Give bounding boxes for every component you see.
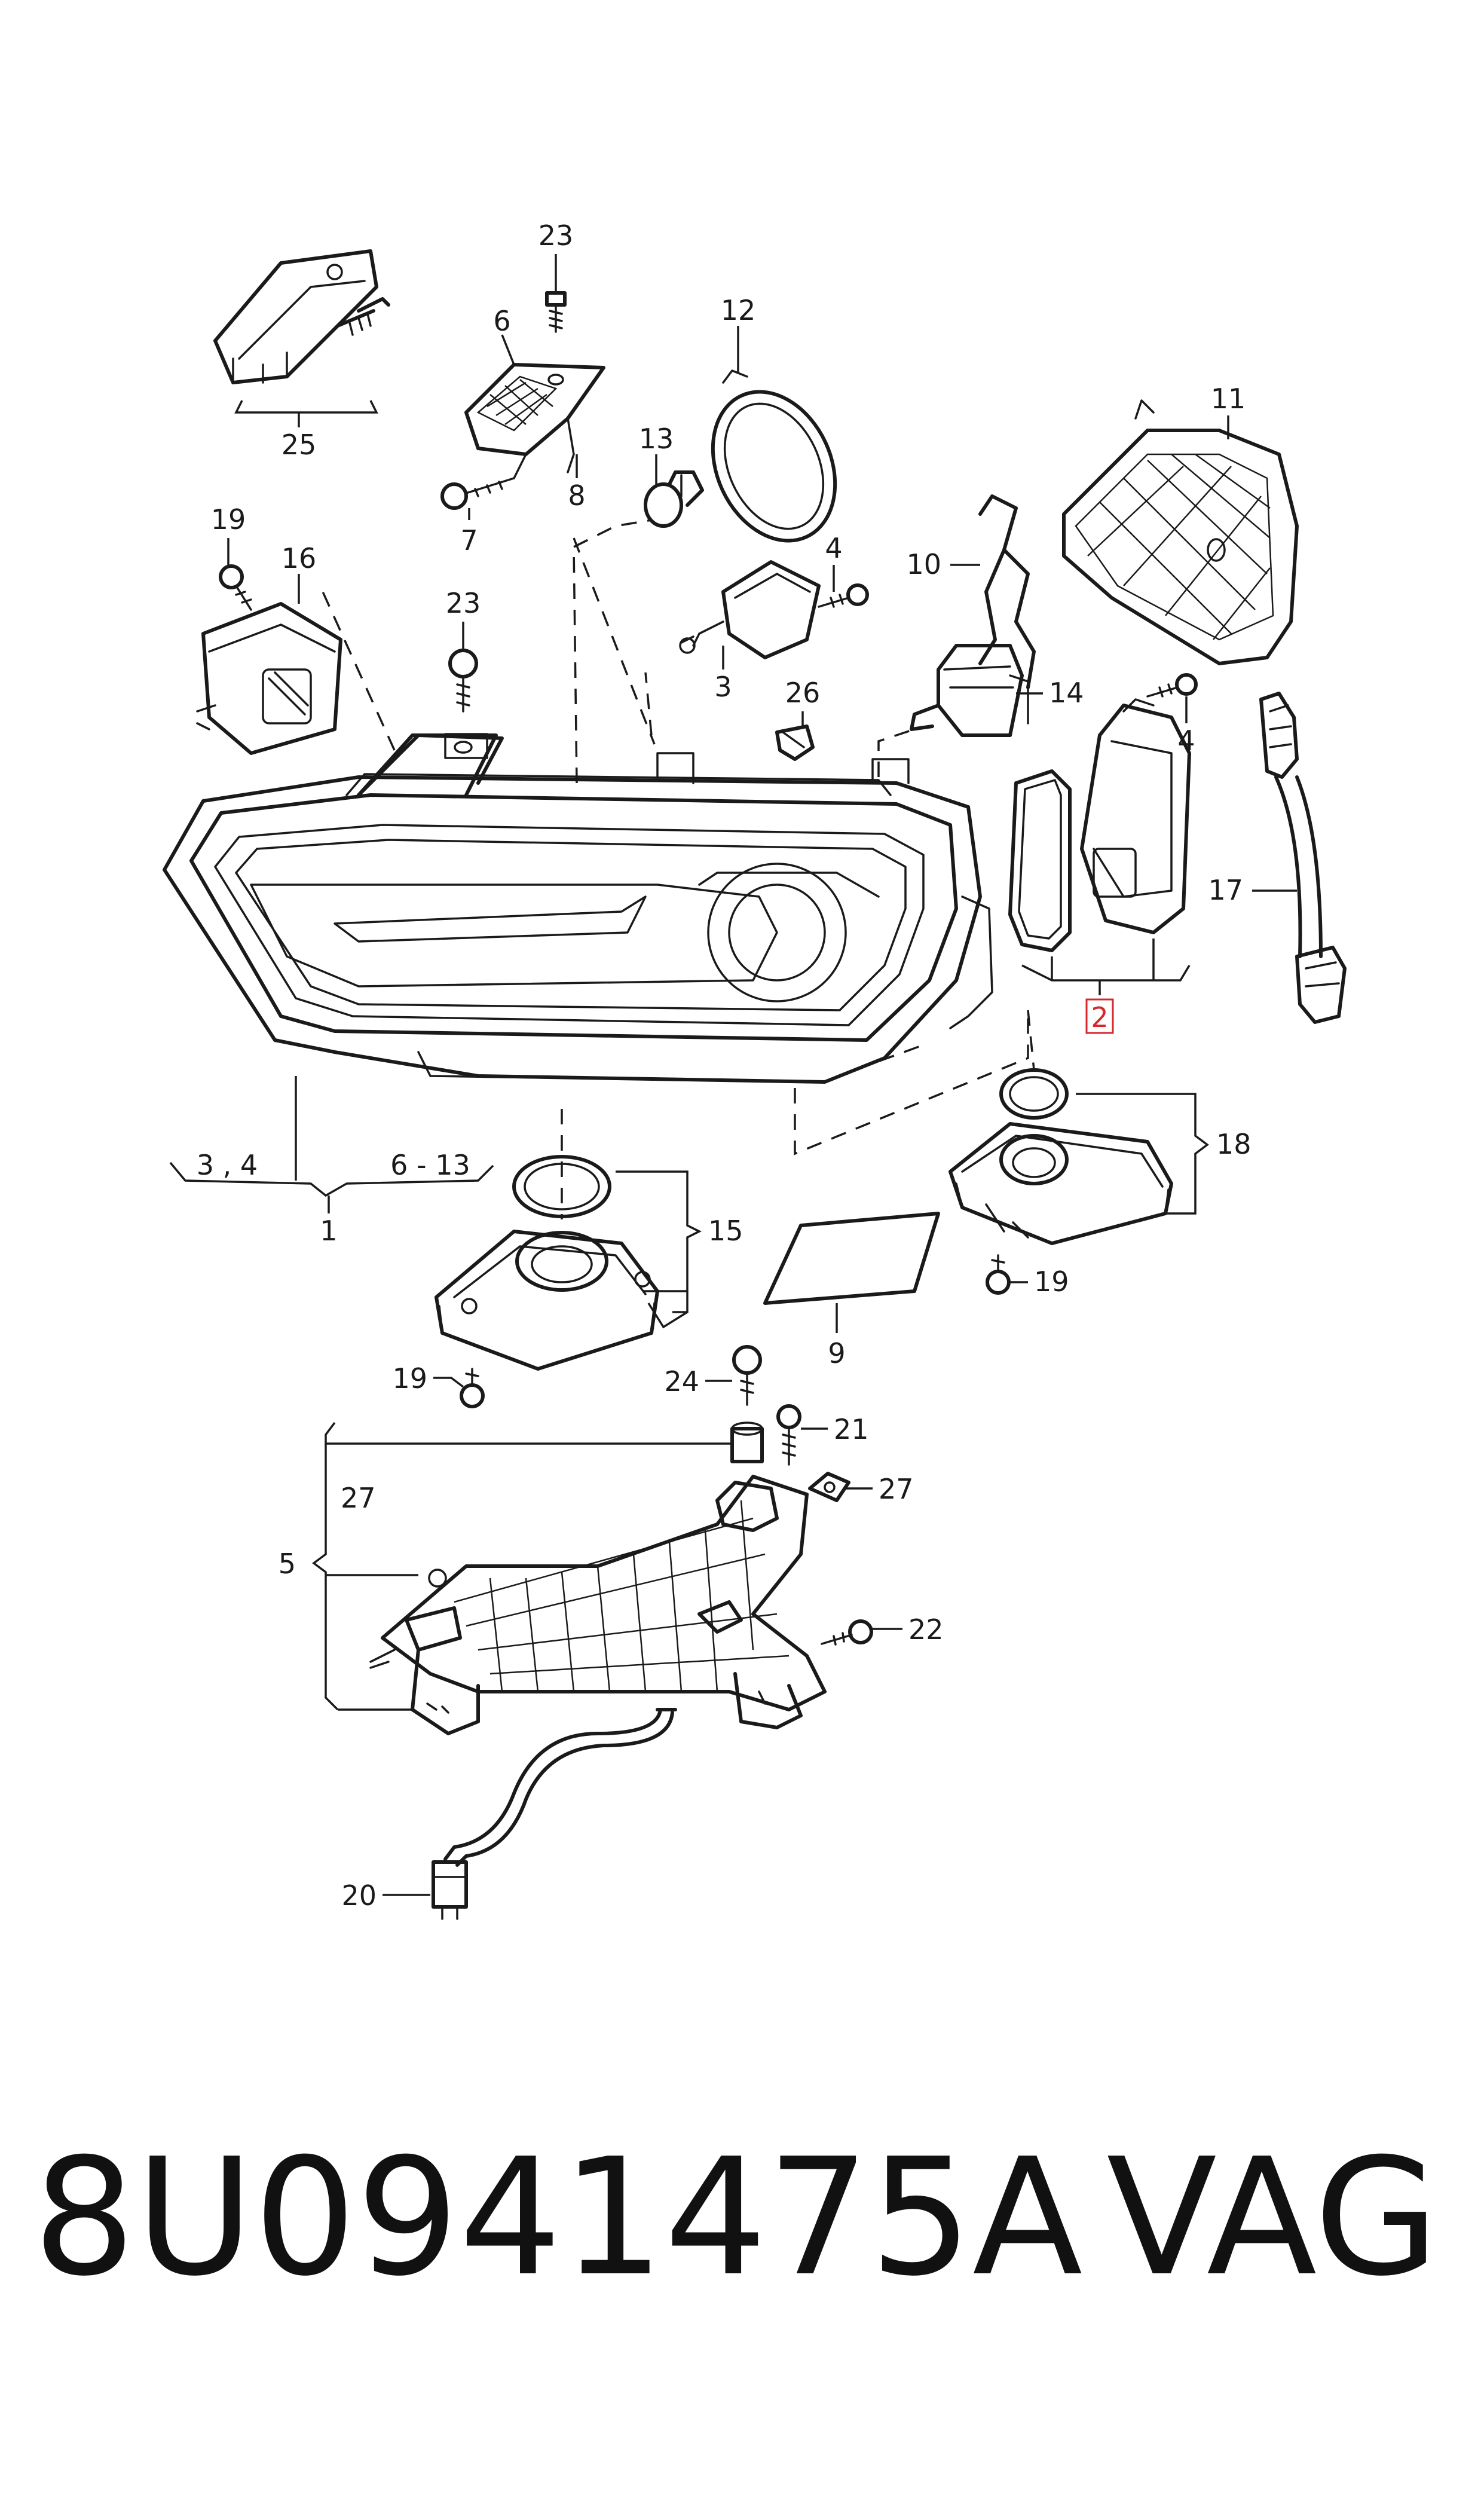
part-16-control-unit xyxy=(196,602,342,755)
screw-22 xyxy=(821,1619,873,1646)
callout-8: 8 xyxy=(568,479,585,512)
callout-3-4: 3 , 4 xyxy=(197,1149,258,1181)
part-3-bulb-holder xyxy=(679,560,821,659)
callout-19-right: 19 xyxy=(1034,1265,1069,1298)
callout-6-13: 6 - 13 xyxy=(390,1149,470,1181)
callout-24: 24 xyxy=(664,1365,699,1398)
dashed-guides xyxy=(322,519,1035,1219)
nut-27 xyxy=(808,1472,850,1502)
part-10-spring-clip xyxy=(978,494,1036,689)
callout-11: 11 xyxy=(1211,383,1246,415)
callout-6: 6 xyxy=(493,305,510,337)
screw-19-left xyxy=(219,564,252,611)
callout-3: 3 xyxy=(714,671,732,703)
part-14-socket xyxy=(910,644,1029,737)
part-number-text: 8U0941475A xyxy=(33,2123,1083,2312)
callout-19-center: 19 xyxy=(392,1362,427,1395)
callout-7: 7 xyxy=(460,524,478,557)
part-6-plate xyxy=(464,363,605,479)
callout-4-upper: 4 xyxy=(825,532,842,564)
part-15-ballast xyxy=(435,1155,659,1371)
callout-15: 15 xyxy=(708,1215,743,1247)
screw-23-top xyxy=(545,291,567,333)
part-11-cover xyxy=(1062,399,1299,665)
callout-25: 25 xyxy=(281,429,317,461)
callout-4-lower: 4 xyxy=(1177,724,1195,757)
callout-23-top: 23 xyxy=(538,219,574,252)
part-17-wiring-harness xyxy=(1259,692,1347,1024)
part-2-assembly xyxy=(1008,698,1191,952)
screw-19-center xyxy=(460,1368,485,1408)
part-20-sensor-cable xyxy=(432,1708,677,1920)
screw-24 xyxy=(730,1345,764,1463)
callout-14: 14 xyxy=(1049,677,1084,709)
callout-12: 12 xyxy=(721,294,756,326)
screw-23-lower xyxy=(448,649,478,713)
headlight-housing xyxy=(163,733,993,1084)
callout-22: 22 xyxy=(908,1613,944,1646)
callout-5: 5 xyxy=(279,1548,296,1580)
callout-20: 20 xyxy=(341,1879,377,1912)
callout-16: 16 xyxy=(281,542,317,574)
screw-4-upper xyxy=(818,583,869,608)
callout-27-right: 27 xyxy=(879,1473,914,1505)
callout-2: 2 xyxy=(1091,1001,1108,1034)
part-18-ballast xyxy=(948,1068,1173,1245)
part-26-clip xyxy=(775,724,815,761)
part-13-bulb xyxy=(644,470,704,528)
part-9-label xyxy=(763,1212,940,1305)
screw-7 xyxy=(440,477,515,510)
callout-21: 21 xyxy=(834,1413,869,1445)
callout-19-left: 19 xyxy=(211,503,246,536)
callout-27-left: 27 xyxy=(341,1482,376,1514)
callout-17: 17 xyxy=(1208,874,1243,906)
callout-13: 13 xyxy=(639,423,674,455)
brand-text: VAG xyxy=(1106,2123,1439,2312)
callout-23-lower: 23 xyxy=(446,587,481,619)
callout-1: 1 xyxy=(320,1215,337,1247)
screw-19-right xyxy=(986,1254,1011,1295)
callout-labels: 23 12 6 11 25 13 8 19 7 16 4 10 23 3 26 … xyxy=(197,219,1252,1912)
screw-4-lower xyxy=(1146,673,1198,698)
callout-18: 18 xyxy=(1216,1128,1252,1160)
callout-9: 9 xyxy=(828,1337,845,1369)
part-5-bracket-frame xyxy=(369,1475,827,1735)
callout-10: 10 xyxy=(906,548,941,580)
callout-26: 26 xyxy=(785,677,821,709)
callout-2-highlight-box xyxy=(1085,998,1114,1034)
part-25-bracket xyxy=(213,249,390,384)
part-12-ring xyxy=(711,369,837,543)
bracket-plate-housing xyxy=(357,733,504,797)
screw-21 xyxy=(776,1404,801,1466)
leader-lines xyxy=(169,254,1297,1896)
